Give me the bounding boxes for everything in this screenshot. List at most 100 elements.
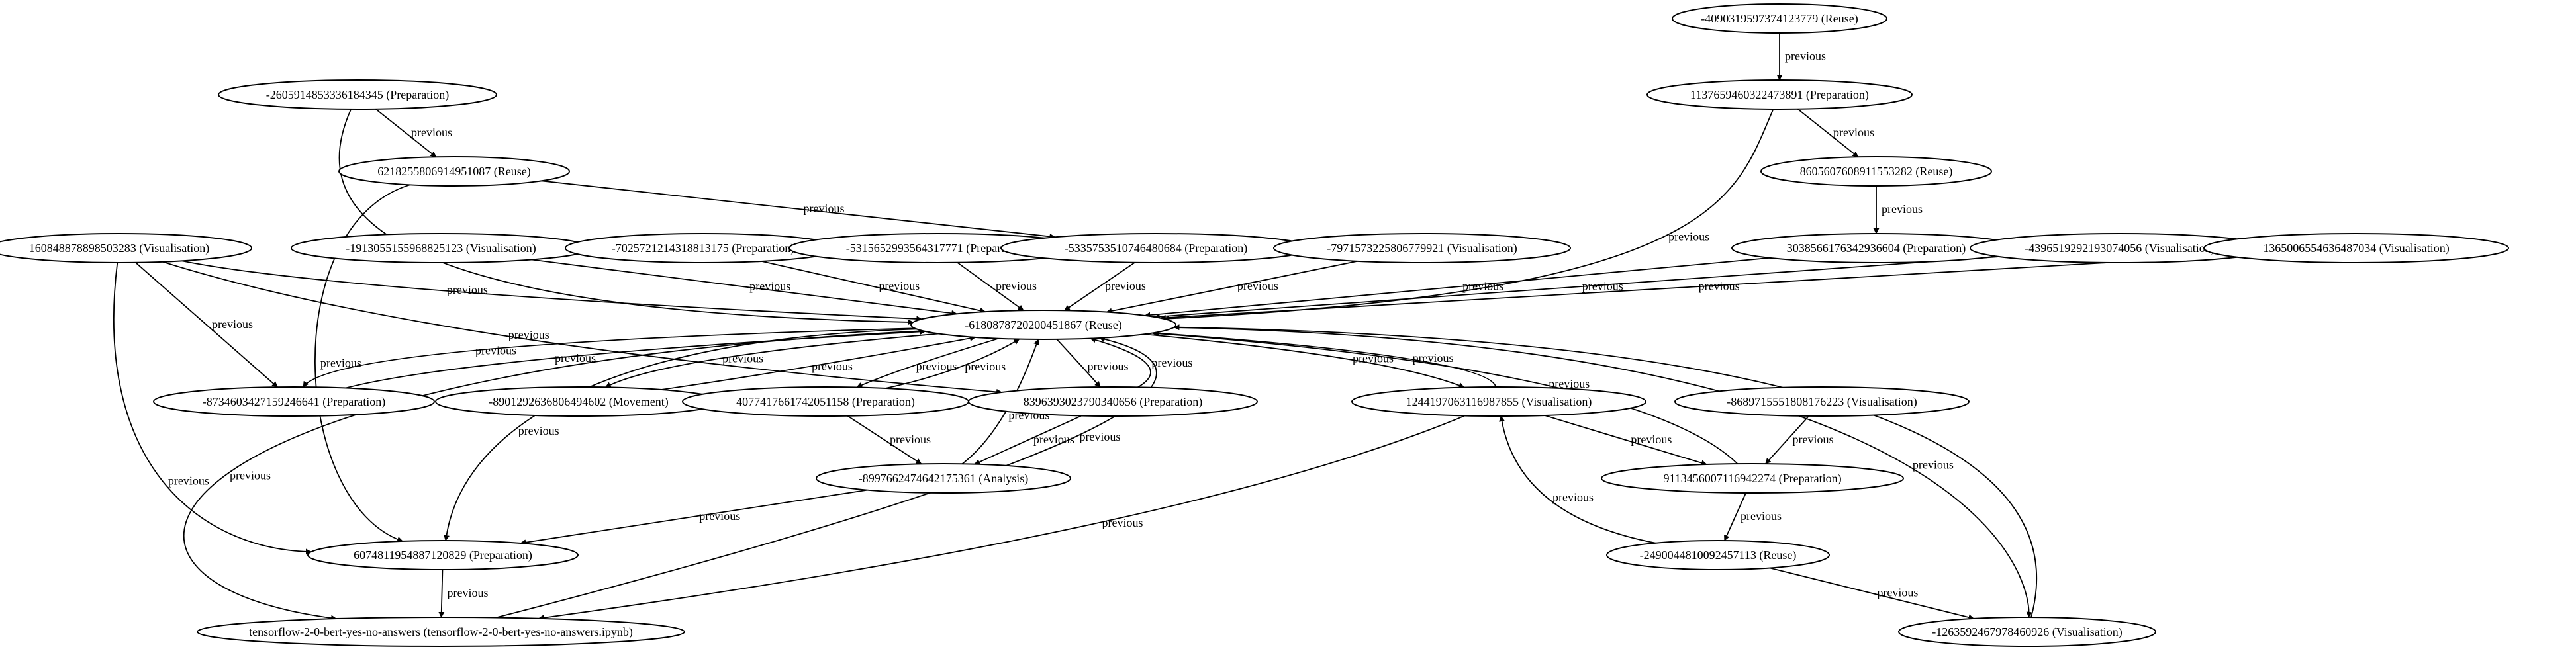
node-ellipse [1351, 386, 1646, 417]
edge-n_a2-to-n_p8: previous [314, 184, 410, 543]
graph-node[interactable]: -2605914853336184345 (Preparation) [218, 79, 497, 110]
edge-label: previous [1549, 377, 1590, 390]
edge-line [856, 337, 999, 388]
graph-node[interactable]: -1913055155968825123 (Visualisation) [291, 233, 591, 263]
graph-node[interactable]: 160848878898503283 (Visualisation) [0, 233, 252, 263]
graph-node[interactable]: -8689715551808176223 (Visualisation) [1674, 386, 1970, 417]
edge-line [183, 330, 924, 621]
node-ellipse [2203, 233, 2509, 263]
edge-label: previous [916, 359, 957, 372]
edge-n_v7-to-n_p7: previous [1765, 415, 1834, 464]
edge-n_t3-to-n_hub: previous [1144, 257, 1770, 318]
edge-line [1144, 257, 1770, 318]
node-label: -5335753510746480684 (Preparation) [1065, 241, 1247, 255]
node-label: -4396519292193074056 (Visualisation) [2025, 241, 2215, 255]
edge-n_p6-to-n_an: previous [974, 415, 1082, 465]
edge-n_v5-to-n_hub: previous [1159, 255, 2226, 321]
graph-node[interactable]: -8997662474642175361 (Analysis) [816, 463, 1071, 494]
graph-node[interactable]: 1244197063116987855 (Visualisation) [1351, 386, 1646, 417]
node-ellipse [1898, 617, 2156, 647]
graph-node[interactable]: 3038566176342936604 (Preparation) [1731, 233, 2021, 263]
graph-node[interactable]: -7971573225806779921 (Visualisation) [1273, 233, 1571, 263]
graph-node[interactable]: -4396519292193074056 (Visualisation) [1970, 233, 2270, 263]
edge-n_an-to-n_p8: previous [520, 489, 868, 546]
graph-node[interactable]: 6074811954887120829 (Preparation) [307, 540, 579, 570]
graph-node[interactable]: tensorflow-2-0-bert-yes-no-answers (tens… [197, 617, 685, 647]
node-ellipse [1606, 540, 1830, 570]
edge-label: previous [1741, 509, 1782, 523]
graph-node[interactable]: -5315652993564317771 (Preparation) [788, 233, 1086, 263]
edge-n_v6-to-n_hub: previous [1153, 330, 1497, 388]
node-label: tensorflow-2-0-bert-yes-no-answers (tens… [249, 625, 633, 639]
edge-n_v6-to-n_p7: previous [1544, 415, 1707, 466]
node-ellipse [968, 386, 1258, 417]
edge-label: previous [1833, 126, 1874, 139]
edge-line [1064, 262, 1135, 312]
edge-label: previous [168, 474, 209, 488]
edge-line [761, 261, 986, 314]
graph-node[interactable]: -8901292636806494602 (Movement) [435, 386, 722, 417]
node-label: -8997662474642175361 (Analysis) [859, 472, 1028, 486]
edge-label: previous [1033, 433, 1074, 446]
edge-label: previous [965, 360, 1006, 373]
graph-node[interactable]: -5335753510746480684 (Preparation) [1000, 233, 1312, 263]
edge-line [1544, 415, 1707, 466]
edge-n_t1-to-n_t2: previous [1797, 109, 1874, 157]
graph-node[interactable]: 4077417661742051158 (Preparation) [682, 386, 969, 417]
edge-line [847, 415, 922, 465]
node-ellipse [1273, 233, 1571, 263]
graph-node[interactable]: 9113456007116942274 (Preparation) [1601, 463, 1904, 494]
graph-node[interactable]: -8734603427159246641 (Preparation) [153, 386, 435, 417]
graph-node[interactable]: -1263592467978460926 (Visualisation) [1898, 617, 2156, 647]
node-ellipse [197, 617, 685, 647]
edge-label: previous [879, 279, 920, 292]
edge-line [957, 262, 1024, 311]
edge-line [1499, 415, 1656, 544]
edge-line [532, 259, 958, 316]
node-ellipse [816, 463, 1071, 494]
edge-n_hub-to-n_p8: previous [444, 328, 917, 541]
edge-line [974, 415, 1082, 465]
graph-node[interactable]: 8396393023790340656 (Preparation) [968, 386, 1258, 417]
edge-label: previous [1102, 516, 1143, 529]
graph-node[interactable]: 8605607608911553282 (Reuse) [1760, 156, 1992, 187]
edge-label: previous [1237, 279, 1278, 292]
edge-n_a1-to-n_hub: previous [338, 109, 914, 326]
edge-n_p1-to-n_hub: previous [761, 261, 986, 314]
edge-line [1106, 260, 1358, 314]
edge-n_v3-to-n_hub: previous [1106, 260, 1358, 314]
graph-node[interactable]: 1365006554636487034 (Visualisation) [2203, 233, 2509, 263]
edge-label: previous [812, 360, 853, 373]
edge-label: previous [1668, 230, 1709, 243]
node-label: 1365006554636487034 (Visualisation) [2263, 241, 2449, 255]
node-label: -6180878720200451867 (Reuse) [965, 318, 1121, 332]
graph-node[interactable]: -2490044810092457113 (Reuse) [1606, 540, 1830, 570]
edge-line [604, 333, 939, 388]
graph-node[interactable]: 6218255806914951087 (Reuse) [338, 156, 570, 187]
edge-line [538, 415, 1465, 621]
edge-n_m1-to-n_hub: previous [661, 335, 977, 390]
edge-line [1173, 327, 2032, 618]
edge-n_p8-to-n_tf: previous [438, 569, 489, 618]
edge-n_vis1-to-n_hub: previous [182, 260, 923, 322]
edge-line [444, 328, 917, 541]
edge-label: previous [1079, 430, 1120, 443]
edge-n_r2-to-n_v8: previous [1770, 567, 1975, 621]
edge-label: previous [1105, 279, 1146, 292]
graph-node[interactable]: -4090319597374123779 (Reuse) [1672, 3, 1887, 34]
edge-label: previous [722, 351, 763, 365]
edge-line [495, 336, 1157, 619]
node-ellipse [307, 540, 579, 570]
edge-n_v8-to-n_hub: previous [1173, 324, 2038, 618]
edge-line [1090, 337, 1151, 388]
edge-n_p2-to-n_hub: previous [957, 262, 1037, 311]
edge-n_p7-to-n_hub: previous [1151, 330, 1739, 464]
graph-node[interactable]: -6180878720200451867 (Reuse) [910, 310, 1176, 340]
edge-n_hub-to-n_p5: previous [856, 337, 999, 388]
edge-line [661, 335, 977, 390]
edge-line [1765, 415, 1809, 464]
node-ellipse [0, 233, 252, 263]
node-ellipse [1672, 3, 1887, 34]
graph-node[interactable]: 1137659460322473891 (Preparation) [1646, 79, 1913, 110]
edge-label: previous [804, 202, 845, 215]
